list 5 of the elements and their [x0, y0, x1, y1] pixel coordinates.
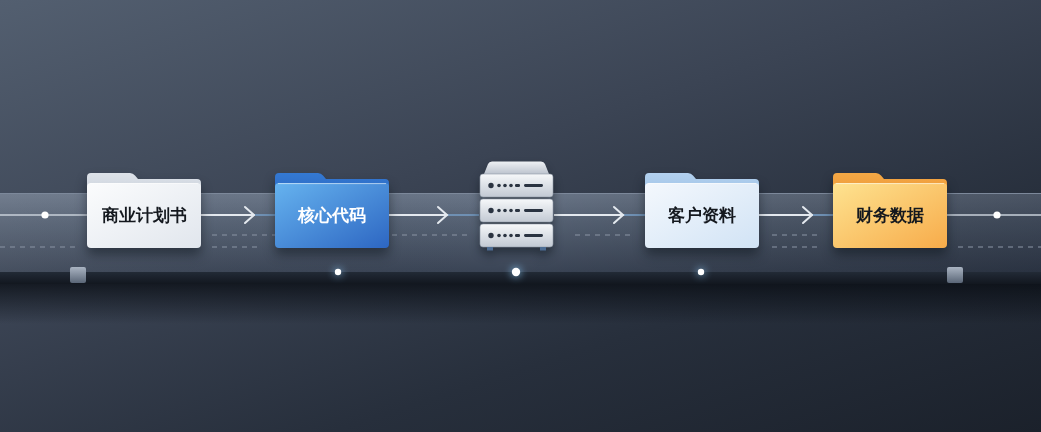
arrow — [200, 206, 276, 224]
server-icon — [479, 161, 554, 251]
arrow — [758, 206, 834, 224]
arrow — [553, 206, 646, 224]
arrow — [388, 206, 480, 224]
